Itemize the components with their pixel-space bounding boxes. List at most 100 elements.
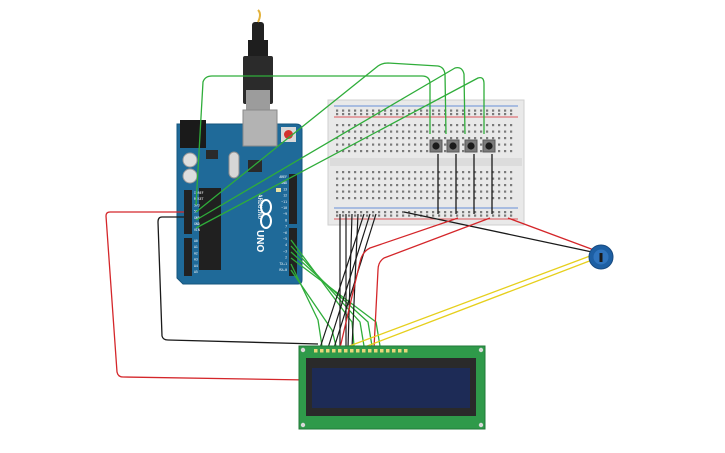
breadboard-hole[interactable] [402, 211, 405, 214]
breadboard-hole[interactable] [354, 113, 357, 116]
breadboard-hole[interactable] [480, 137, 483, 140]
breadboard-hole[interactable] [348, 109, 351, 112]
breadboard-hole[interactable] [336, 177, 339, 180]
breadboard-hole[interactable] [510, 143, 513, 146]
breadboard-hole[interactable] [498, 177, 501, 180]
breadboard-hole[interactable] [360, 137, 363, 140]
breadboard-hole[interactable] [468, 109, 471, 112]
breadboard-hole[interactable] [468, 124, 471, 127]
breadboard-hole[interactable] [486, 137, 489, 140]
breadboard-hole[interactable] [336, 214, 339, 217]
lcd-pin[interactable] [326, 349, 330, 353]
breadboard-hole[interactable] [450, 171, 453, 174]
breadboard-hole[interactable] [408, 150, 411, 153]
lcd-16x2[interactable] [298, 345, 486, 430]
breadboard-hole[interactable] [468, 184, 471, 187]
breadboard-hole[interactable] [456, 171, 459, 174]
breadboard-hole[interactable] [420, 113, 423, 116]
breadboard-hole[interactable] [348, 214, 351, 217]
breadboard-hole[interactable] [384, 143, 387, 146]
breadboard-hole[interactable] [480, 143, 483, 146]
breadboard-hole[interactable] [450, 211, 453, 214]
breadboard-hole[interactable] [360, 143, 363, 146]
breadboard-hole[interactable] [414, 171, 417, 174]
breadboard-hole[interactable] [414, 211, 417, 214]
breadboard-hole[interactable] [486, 113, 489, 116]
breadboard-hole[interactable] [390, 211, 393, 214]
breadboard-hole[interactable] [402, 171, 405, 174]
breadboard-hole[interactable] [378, 190, 381, 193]
breadboard-hole[interactable] [414, 214, 417, 217]
breadboard-hole[interactable] [372, 143, 375, 146]
breadboard-hole[interactable] [450, 137, 453, 140]
lcd-pin[interactable] [404, 349, 408, 353]
breadboard[interactable] [327, 99, 525, 226]
breadboard-hole[interactable] [378, 124, 381, 127]
breadboard-hole[interactable] [498, 130, 501, 133]
breadboard-hole[interactable] [504, 211, 507, 214]
breadboard-hole[interactable] [414, 177, 417, 180]
breadboard-hole[interactable] [354, 143, 357, 146]
breadboard-hole[interactable] [432, 197, 435, 200]
breadboard-hole[interactable] [450, 214, 453, 217]
breadboard-hole[interactable] [462, 211, 465, 214]
breadboard-hole[interactable] [462, 177, 465, 180]
lcd-pin[interactable] [374, 349, 378, 353]
breadboard-hole[interactable] [474, 190, 477, 193]
breadboard-hole[interactable] [366, 137, 369, 140]
breadboard-hole[interactable] [378, 143, 381, 146]
breadboard-hole[interactable] [468, 177, 471, 180]
breadboard-hole[interactable] [366, 171, 369, 174]
breadboard-hole[interactable] [384, 113, 387, 116]
breadboard-hole[interactable] [384, 190, 387, 193]
lcd-pin[interactable] [344, 349, 348, 353]
breadboard-hole[interactable] [426, 143, 429, 146]
breadboard-hole[interactable] [390, 177, 393, 180]
lcd-pin[interactable] [386, 349, 390, 353]
breadboard-hole[interactable] [426, 150, 429, 153]
breadboard-hole[interactable] [486, 190, 489, 193]
wire-yellow-2[interactable] [361, 259, 593, 349]
breadboard-hole[interactable] [486, 177, 489, 180]
breadboard-hole[interactable] [426, 124, 429, 127]
breadboard-hole[interactable] [360, 184, 363, 187]
breadboard-hole[interactable] [474, 113, 477, 116]
breadboard-hole[interactable] [450, 177, 453, 180]
breadboard-hole[interactable] [450, 197, 453, 200]
breadboard-hole[interactable] [480, 190, 483, 193]
breadboard-hole[interactable] [474, 137, 477, 140]
breadboard-hole[interactable] [366, 190, 369, 193]
breadboard-hole[interactable] [384, 150, 387, 153]
pushbutton[interactable] [429, 139, 443, 153]
breadboard-hole[interactable] [438, 124, 441, 127]
breadboard-hole[interactable] [504, 171, 507, 174]
lcd-pin[interactable] [332, 349, 336, 353]
breadboard-hole[interactable] [384, 214, 387, 217]
breadboard-hole[interactable] [354, 177, 357, 180]
breadboard-hole[interactable] [396, 130, 399, 133]
breadboard-hole[interactable] [390, 143, 393, 146]
breadboard-hole[interactable] [414, 113, 417, 116]
breadboard-hole[interactable] [384, 130, 387, 133]
breadboard-hole[interactable] [474, 130, 477, 133]
breadboard-hole[interactable] [378, 177, 381, 180]
breadboard-hole[interactable] [366, 211, 369, 214]
wire-black-pot[interactable] [403, 211, 593, 253]
lcd-pin[interactable] [398, 349, 402, 353]
breadboard-hole[interactable] [456, 177, 459, 180]
breadboard-hole[interactable] [486, 171, 489, 174]
breadboard-hole[interactable] [396, 113, 399, 116]
breadboard-hole[interactable] [432, 124, 435, 127]
breadboard-hole[interactable] [444, 130, 447, 133]
breadboard-hole[interactable] [390, 190, 393, 193]
breadboard-hole[interactable] [426, 137, 429, 140]
breadboard-hole[interactable] [468, 197, 471, 200]
breadboard-hole[interactable] [420, 109, 423, 112]
breadboard-hole[interactable] [372, 113, 375, 116]
breadboard-hole[interactable] [402, 124, 405, 127]
breadboard-hole[interactable] [348, 143, 351, 146]
breadboard-hole[interactable] [372, 190, 375, 193]
breadboard-hole[interactable] [348, 171, 351, 174]
breadboard-hole[interactable] [426, 197, 429, 200]
breadboard-hole[interactable] [366, 124, 369, 127]
